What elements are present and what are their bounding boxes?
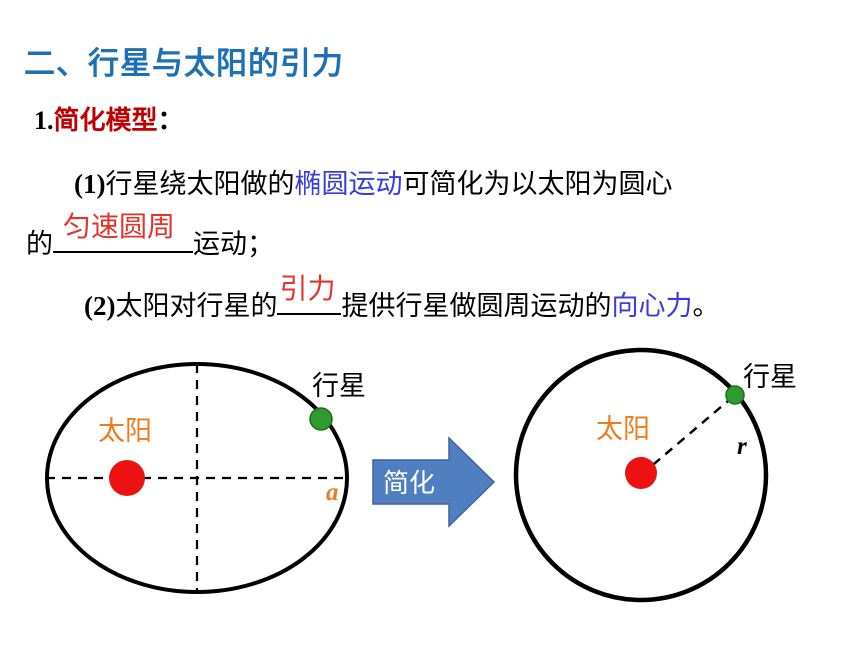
radius-dashed [640, 394, 736, 476]
sun-circle [625, 457, 657, 489]
statement-line-3: (2)太阳对行星的引力提供行星做圆周运动的向心力。 [84, 272, 720, 323]
orbit-diagram: 太阳 行星 a 简化 太阳 行星 r [45, 347, 797, 603]
planet-label-right: 行星 [743, 362, 797, 393]
line2-text-b: 运动； [193, 229, 274, 260]
line1-text-a: 行星绕太阳做的 [105, 169, 295, 200]
planet-label-left: 行星 [312, 371, 366, 402]
simplify-arrow-label: 简化 [383, 469, 435, 499]
sun-label-right: 太阳 [596, 414, 650, 445]
simplify-arrow [372, 436, 496, 528]
subheading: 1.简化模型： [34, 100, 184, 137]
centripetal-force-term: 向心力 [611, 291, 693, 322]
subheading-title: 简化模型 [53, 106, 158, 136]
line2-text-a: 的 [26, 229, 53, 260]
answer-blank-2: 引力 [277, 272, 342, 315]
answer-uniform-circular: 匀速圆周 [63, 210, 176, 243]
ellipse-motion-term: 椭圆运动 [294, 169, 403, 200]
section-heading: 二、行星与太阳的引力 [24, 46, 344, 82]
item-number-1: (1) [74, 169, 106, 199]
line3-text-a: 太阳对行星的 [115, 291, 278, 322]
item-number-2: (2) [84, 291, 116, 321]
radius-label: r [737, 433, 747, 460]
answer-blank-1: 匀速圆周 [53, 210, 193, 253]
planet-ellipse [309, 407, 333, 431]
circular-orbit [513, 347, 769, 603]
subheading-number: 1. [34, 106, 54, 135]
semi-major-axis-label: a [326, 479, 339, 506]
line3-text-c: 。 [692, 291, 720, 322]
sun-ellipse [109, 460, 145, 496]
sun-label-left: 太阳 [98, 416, 152, 447]
planet-circle [725, 385, 745, 405]
statement-line-1: (1)行星绕太阳做的椭圆运动可简化为以太阳为圆心 [74, 162, 672, 201]
line3-text-b: 提供行星做圆周运动的 [341, 291, 612, 322]
subheading-colon: ： [157, 106, 184, 136]
answer-gravity: 引力 [279, 272, 336, 305]
line1-text-b: 可简化为以太阳为圆心 [402, 169, 673, 200]
statement-line-2: 的匀速圆周运动； [26, 210, 274, 261]
